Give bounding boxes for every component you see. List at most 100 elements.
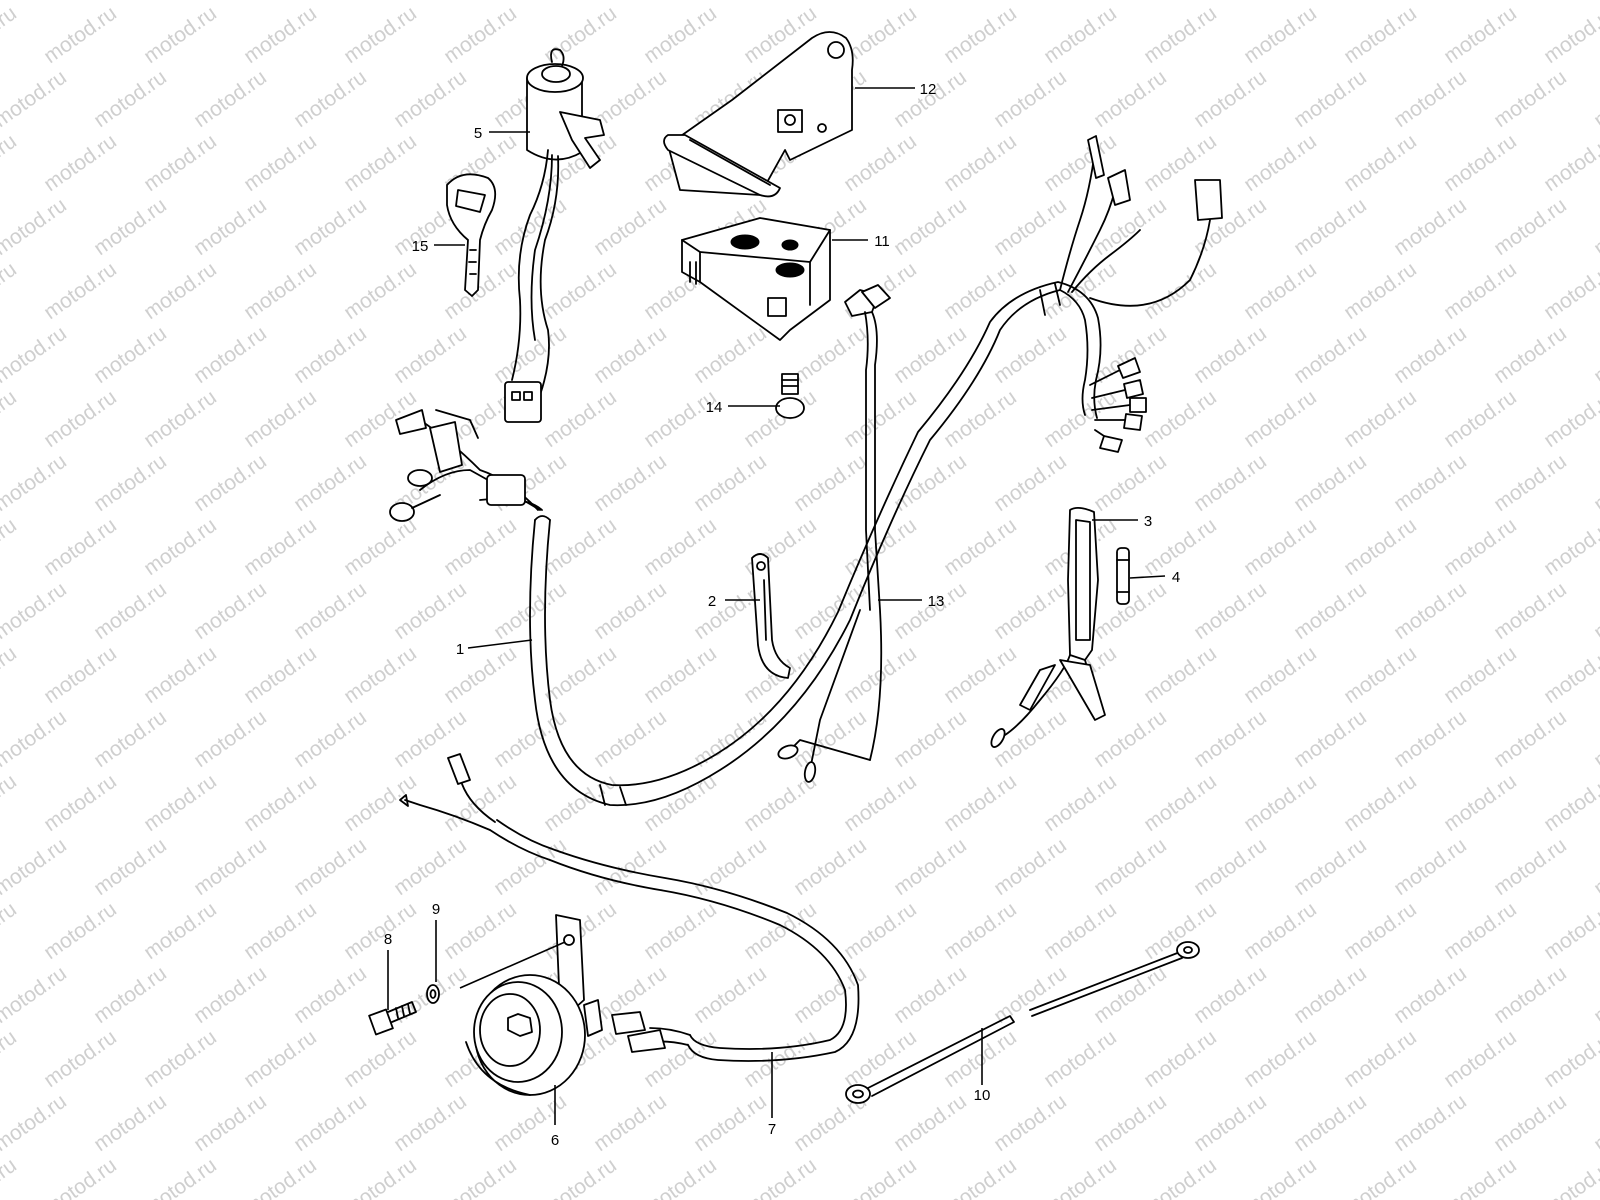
watermark-text: motod.ru — [190, 1090, 271, 1156]
watermark-text: motod.ru — [690, 1090, 771, 1156]
watermark-text: motod.ru — [790, 706, 871, 772]
watermark-text: motod.ru — [290, 66, 371, 132]
watermark-text: motod.ru — [0, 258, 21, 324]
watermark-text: motod.ru — [1240, 770, 1321, 836]
callout-10: 10 — [974, 1087, 991, 1104]
callout-11: 11 — [874, 233, 890, 250]
watermark-text: motod.ru — [240, 898, 321, 964]
watermark-text: motod.ru — [0, 1154, 21, 1200]
watermark-text: motod.ru — [1440, 130, 1521, 196]
watermark-text: motod.ru — [1290, 578, 1371, 644]
watermark-text: motod.ru — [1340, 514, 1421, 580]
watermark-text: motod.ru — [1590, 0, 1600, 4]
watermark-text: motod.ru — [1440, 642, 1521, 708]
watermark-text: motod.ru — [540, 386, 621, 452]
watermark-text: motod.ru — [1390, 834, 1471, 900]
watermark-text: motod.ru — [1390, 1090, 1471, 1156]
watermark-text: motod.ru — [490, 834, 571, 900]
watermark-text: motod.ru — [640, 642, 721, 708]
watermark-text: motod.ru — [990, 0, 1071, 4]
watermark-text: motod.ru — [90, 322, 171, 388]
watermark-text: motod.ru — [90, 66, 171, 132]
watermark-text: motod.ru — [1040, 898, 1121, 964]
watermark-text: motod.ru — [0, 130, 21, 196]
watermark-text: motod.ru — [1090, 450, 1171, 516]
watermark-text: motod.ru — [990, 834, 1071, 900]
watermark-text: motod.ru — [190, 962, 271, 1028]
watermark-text: motod.ru — [0, 194, 71, 260]
watermark-text: motod.ru — [1340, 1026, 1421, 1092]
watermark-text: motod.ru — [290, 578, 371, 644]
watermark-text: motod.ru — [1240, 898, 1321, 964]
watermark-text: motod.ru — [1140, 386, 1221, 452]
watermark-text: motod.ru — [1440, 258, 1521, 324]
watermark-text: motod.ru — [840, 1154, 921, 1200]
watermark-text: motod.ru — [90, 578, 171, 644]
watermark-text: motod.ru — [1390, 66, 1471, 132]
watermark-text: motod.ru — [640, 386, 721, 452]
watermark-text: motod.ru — [40, 898, 121, 964]
watermark-text: motod.ru — [0, 322, 71, 388]
watermark-text: motod.ru — [0, 1090, 71, 1156]
watermark-text: motod.ru — [440, 898, 521, 964]
watermark-text: motod.ru — [0, 2, 21, 68]
watermark-text: motod.ru — [0, 834, 71, 900]
watermark-text: motod.ru — [1440, 1026, 1521, 1092]
watermark-text: motod.ru — [40, 514, 121, 580]
watermark-text: motod.ru — [40, 1026, 121, 1092]
watermark-text: motod.ru — [540, 642, 621, 708]
watermark-text: motod.ru — [240, 1154, 321, 1200]
watermark-text: motod.ru — [1490, 578, 1571, 644]
watermark-text: motod.ru — [1240, 1154, 1321, 1200]
watermark-text: motod.ru — [1190, 578, 1271, 644]
horn-lead-wire — [399, 753, 860, 1062]
callout-labels: 1 2 3 4 5 6 7 8 9 10 11 12 13 14 15 — [384, 81, 1180, 1149]
watermark-text: motod.ru — [940, 770, 1021, 836]
watermark-text: motod.ru — [990, 66, 1071, 132]
watermark-text: motod.ru — [1040, 1026, 1121, 1092]
watermark-text: motod.ru — [40, 258, 121, 324]
watermark-text: motod.ru — [1590, 194, 1600, 260]
watermark-text: motod.ru — [240, 642, 321, 708]
watermark-text: motod.ru — [1040, 770, 1121, 836]
watermark-text: motod.ru — [590, 578, 671, 644]
watermark-text: motod.ru — [1540, 1154, 1600, 1200]
watermark-text: motod.ru — [1490, 706, 1571, 772]
watermark-text: motod.ru — [440, 1154, 521, 1200]
watermark-text: motod.ru — [190, 450, 271, 516]
watermark-text: motod.ru — [940, 386, 1021, 452]
watermark-text: motod.ru — [90, 706, 171, 772]
watermark-text: motod.ru — [1190, 450, 1271, 516]
callout-6: 6 — [551, 1132, 559, 1149]
watermark-text: motod.ru — [140, 898, 221, 964]
watermark-text: motod.ru — [90, 0, 171, 4]
watermark-text: motod.ru — [1540, 642, 1600, 708]
watermark-text: motod.ru — [790, 322, 871, 388]
watermark-text: motod.ru — [1140, 2, 1221, 68]
watermark-text: motod.ru — [1240, 2, 1321, 68]
watermark-text: motod.ru — [1190, 0, 1271, 4]
watermark-text: motod.ru — [190, 322, 271, 388]
watermark-text: motod.ru — [840, 898, 921, 964]
watermark-text: motod.ru — [90, 962, 171, 1028]
watermark-text: motod.ru — [290, 0, 371, 4]
watermark-text: motod.ru — [1140, 642, 1221, 708]
watermark-text: motod.ru — [340, 2, 421, 68]
watermark-text: motod.ru — [140, 1026, 221, 1092]
watermark-text: motod.ru — [40, 2, 121, 68]
watermark-text: motod.ru — [1090, 66, 1171, 132]
watermark-text: motod.ru — [240, 2, 321, 68]
watermark-text: motod.ru — [40, 1154, 121, 1200]
watermark-text: motod.ru — [1240, 642, 1321, 708]
watermark-text: motod.ru — [1390, 706, 1471, 772]
watermark-text: motod.ru — [0, 514, 21, 580]
watermark-text: motod.ru — [1440, 386, 1521, 452]
watermark-text: motod.ru — [790, 834, 871, 900]
watermark-text: motod.ru — [840, 770, 921, 836]
watermark-text: motod.ru — [640, 1154, 721, 1200]
watermark-text: motod.ru — [1390, 578, 1471, 644]
watermark-text: motod.ru — [1590, 322, 1600, 388]
watermark-text: motod.ru — [590, 450, 671, 516]
watermark-text: motod.ru — [690, 322, 771, 388]
watermark-text: motod.ru — [1490, 194, 1571, 260]
